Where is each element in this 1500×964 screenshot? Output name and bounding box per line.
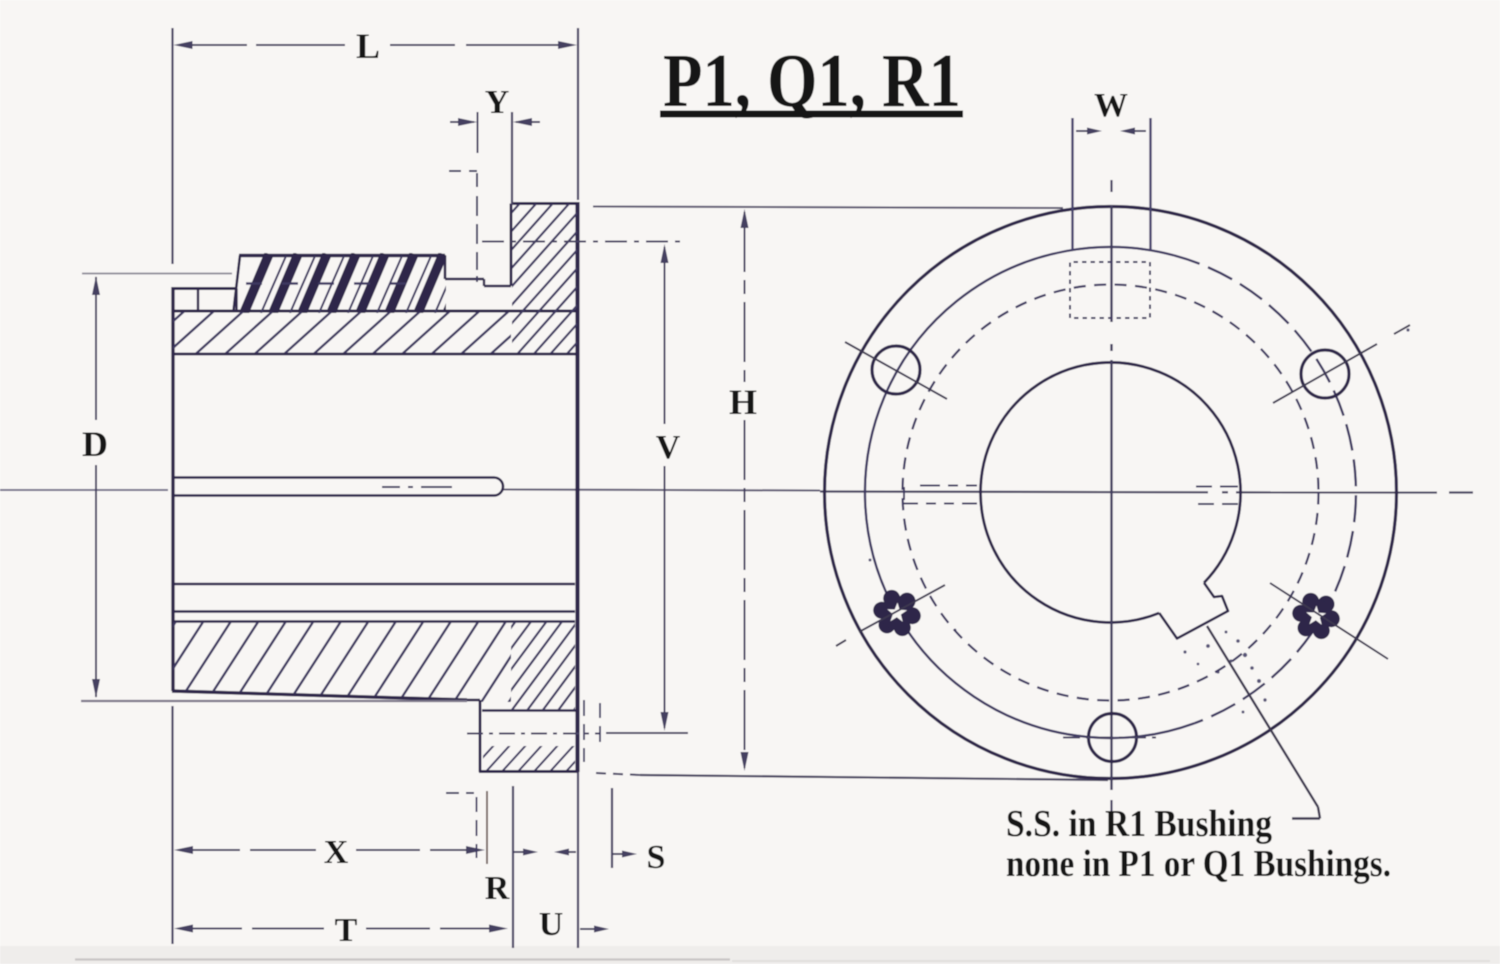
svg-text:T: T	[335, 912, 358, 949]
svg-text:V: V	[656, 429, 681, 466]
svg-text:H: H	[729, 382, 757, 422]
svg-text:Y: Y	[485, 84, 510, 121]
svg-text:S: S	[647, 839, 666, 876]
svg-text:X: X	[324, 834, 349, 871]
svg-text:none in P1 or Q1 Bushings.: none in P1 or Q1 Bushings.	[1006, 843, 1391, 885]
svg-text:S.S. in R1 Bushing: S.S. in R1 Bushing	[1006, 803, 1272, 845]
svg-text:W: W	[1094, 87, 1128, 124]
svg-text:P1, Q1, R1: P1, Q1, R1	[663, 39, 961, 123]
svg-text:L: L	[356, 26, 380, 66]
svg-text:R: R	[485, 870, 510, 907]
svg-text:D: D	[82, 424, 108, 464]
svg-text:U: U	[539, 906, 564, 943]
